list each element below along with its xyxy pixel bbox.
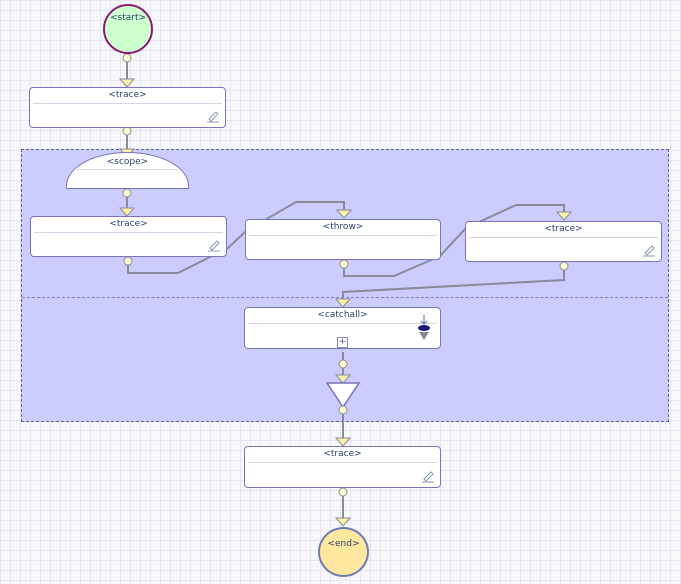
output-port-trace1 [122,126,132,136]
trace-node-2[interactable]: <trace> [30,216,227,257]
output-ports [122,53,569,497]
connector-trace3-catchall [342,266,565,300]
input-arrow-throw [335,209,353,219]
input-arrow-trace1 [118,78,136,88]
end-node[interactable]: <end> [318,527,369,577]
throw-node-label: <throw> [249,220,437,236]
trace-node-3-label: <trace> [469,222,658,238]
scope-catch-divider [22,297,668,298]
connector-trace2-throw [127,201,345,274]
scope-node[interactable]: <scope> [66,152,189,189]
output-port-trace2 [123,256,133,266]
scope-node-label: <scope> [77,157,178,170]
start-label: <start> [109,13,147,23]
connector-throw-trace3 [343,204,565,277]
expand-icon[interactable]: + [337,337,348,348]
trace-node-4[interactable]: <trace> [244,446,441,488]
output-port-catchall-connector [338,359,348,369]
end-label: <end> [327,539,360,549]
output-port-scope [122,188,132,198]
output-port-throw [339,259,349,269]
merge-triangle [325,382,361,409]
output-port-start [122,53,132,63]
output-port-trace4 [338,487,348,497]
pencil-icon[interactable] [206,109,220,123]
output-port-trace3 [559,261,569,271]
throw-node[interactable]: <throw> [245,219,441,260]
pencil-icon[interactable] [421,469,435,483]
trace-node-1-label: <trace> [33,88,222,104]
start-node[interactable]: <start> [103,4,153,54]
trace-node-4-label: <trace> [248,447,437,463]
input-arrow-end [334,517,352,527]
trace-node-2-label: <trace> [34,217,223,233]
input-arrow-trace3 [555,211,573,221]
output-port-merge [338,405,348,415]
trace-node-3[interactable]: <trace> [465,221,662,262]
input-arrow-catchall [334,298,352,308]
input-arrow-merge [334,374,352,384]
input-arrow-trace4 [334,437,352,447]
catch-fault-icon [418,315,430,340]
input-arrow-trace2 [118,207,136,217]
catchall-node-label: <catchall> [248,308,437,324]
pencil-icon[interactable] [642,243,656,257]
pencil-icon[interactable] [207,238,221,252]
trace-node-1[interactable]: <trace> [29,87,226,128]
